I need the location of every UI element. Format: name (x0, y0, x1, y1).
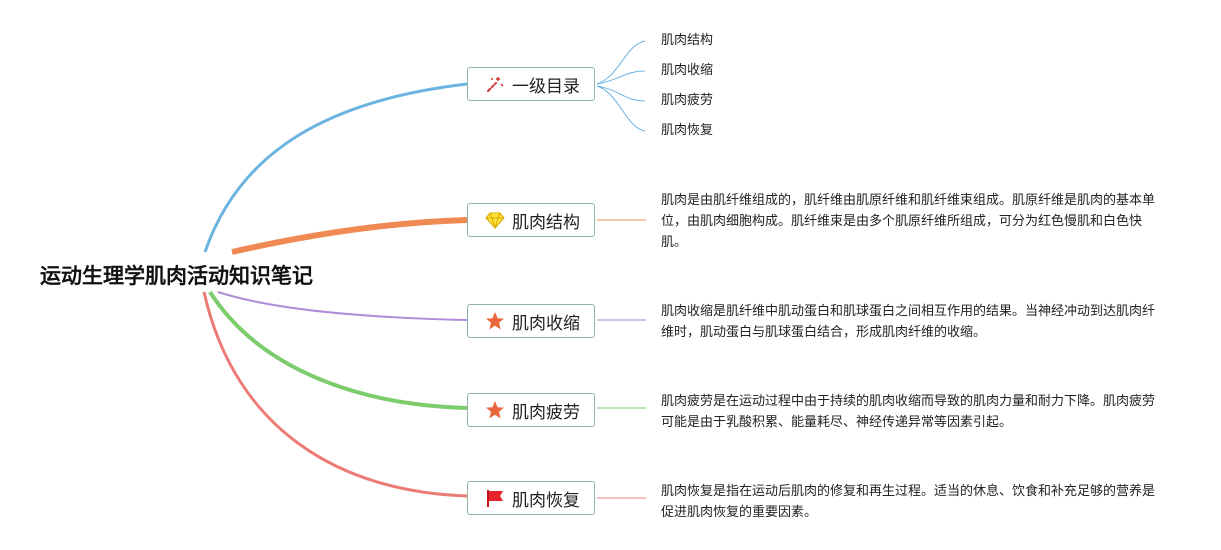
branch-contraction (217, 291, 468, 321)
topic-muscle-structure[interactable]: 肌肉结构 (467, 203, 595, 237)
root-topic[interactable]: 运动生理学肌肉活动知识笔记 (40, 264, 313, 288)
branch-recovery (202, 291, 468, 498)
detail-text: 肌肉是由肌纤维组成的，肌纤维由肌原纤维和肌纤维束组成。肌原纤维是肌肉的基本单位，… (661, 193, 1156, 250)
toc-item[interactable]: 肌肉疲劳 (661, 93, 714, 108)
magic-wand-icon (484, 73, 506, 95)
toc-sub-branch (596, 85, 646, 132)
topic-label: 肌肉结构 (512, 212, 580, 233)
detail-text: 肌肉疲劳是在运动过程中由于持续的肌肉收缩而导致的肌肉力量和耐力下降。肌肉疲劳可能… (661, 394, 1156, 430)
branch-structure (231, 217, 468, 255)
topic-label: 肌肉疲劳 (512, 402, 580, 423)
detail-text: 肌肉收缩是肌纤维中肌动蛋白和肌球蛋白之间相互作用的结果。当神经冲动到达肌肉纤维时… (661, 304, 1156, 340)
star-icon (484, 399, 506, 421)
topic-label: 一级目录 (512, 76, 580, 97)
topic-toc[interactable]: 一级目录 (467, 67, 595, 101)
detail-text: 肌肉恢复是指在运动后肌肉的修复和再生过程。适当的休息、饮食和补充足够的营养是促进… (661, 484, 1156, 520)
toc-sub-branch (596, 70, 646, 85)
toc-item[interactable]: 肌肉结构 (661, 33, 714, 48)
star-icon (484, 310, 506, 332)
toc-item[interactable]: 肌肉收缩 (661, 63, 714, 78)
topic-muscle-contraction[interactable]: 肌肉收缩 (467, 304, 595, 338)
branch-toc (203, 82, 468, 253)
topic-muscle-fatigue[interactable]: 肌肉疲劳 (467, 393, 595, 427)
topic-label: 肌肉收缩 (512, 313, 580, 334)
toc-item[interactable]: 肌肉恢复 (661, 123, 714, 138)
branch-fatigue (208, 290, 468, 410)
toc-sub-branch (596, 85, 646, 102)
topic-label: 肌肉恢复 (512, 490, 580, 511)
toc-sub-branch (596, 40, 646, 85)
diamond-icon (484, 209, 506, 231)
red-flag-icon (484, 487, 506, 509)
topic-muscle-recovery[interactable]: 肌肉恢复 (467, 481, 595, 515)
